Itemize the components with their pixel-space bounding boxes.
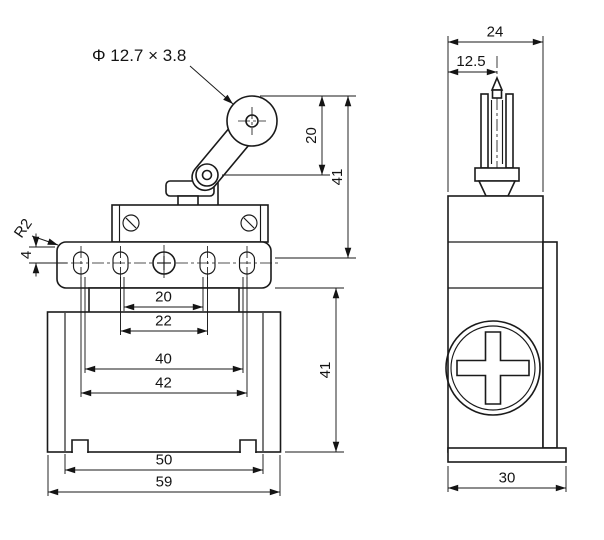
dim-label-59: 59 [156,474,173,491]
head-housing [111,204,269,243]
head-screw-right [240,214,258,232]
dim-side-top: 24 12.5 [447,24,544,192]
lever-pivot-hole [201,169,213,181]
dim-slot-spacing: 20 22 40 42 [80,277,248,397]
dim-label-24: 24 [487,24,504,41]
mounting-plate [50,241,278,289]
cover-screw-boss [445,320,541,416]
plunger-stem [491,89,503,99]
dim-label-4: 4 [18,251,35,259]
dim-label-12-5: 12.5 [456,53,485,70]
plunger-tip [490,75,504,91]
dim-upper-right: 20 41 [222,95,356,259]
plunger-collar [474,167,520,182]
side-cover [542,241,558,449]
cover-screw-boss-inner [450,325,536,411]
fork-prong-right [505,93,514,169]
body-casing [46,311,282,453]
dim-label-41-upper: 41 [329,169,346,186]
dim-label-50: 50 [156,452,173,469]
cross-screw-slot [456,331,530,405]
dim-label-41-body: 41 [317,362,334,379]
bottom-notch-right [239,439,257,453]
body-side [447,195,544,453]
front-view: Φ 12.7 × 3.8 20 41 41 R2 [11,46,356,496]
switch-body-front [46,287,282,454]
head-screw-left [122,214,140,232]
switch-body-side [445,195,567,463]
dim-label-r2: R2 [11,216,36,241]
dim-roller-spec: Φ 12.7 × 3.8 [92,46,234,105]
dim-label-20-slots: 20 [155,289,172,306]
dim-base-width: 50 59 [47,452,281,496]
dim-label-20-lever: 20 [303,127,320,144]
roller-plunger-side [474,56,520,205]
roller-lever [165,95,278,207]
dim-label-30: 30 [499,470,516,487]
dim-label-42-slots: 42 [155,375,172,392]
roller-spec-label: Φ 12.7 × 3.8 [92,46,186,65]
plunger-bushing [477,180,517,197]
base-flange-side [447,447,567,463]
dim-side-bottom: 30 [447,466,567,492]
dim-body-height: 41 [275,287,344,453]
fork-prong-left [480,93,489,169]
switch-head [111,204,269,243]
bottom-notch-left [71,439,89,453]
dim-label-40-slots: 40 [155,351,172,368]
dim-label-22-slots: 22 [155,313,172,330]
side-view: 24 12.5 30 [445,24,567,492]
